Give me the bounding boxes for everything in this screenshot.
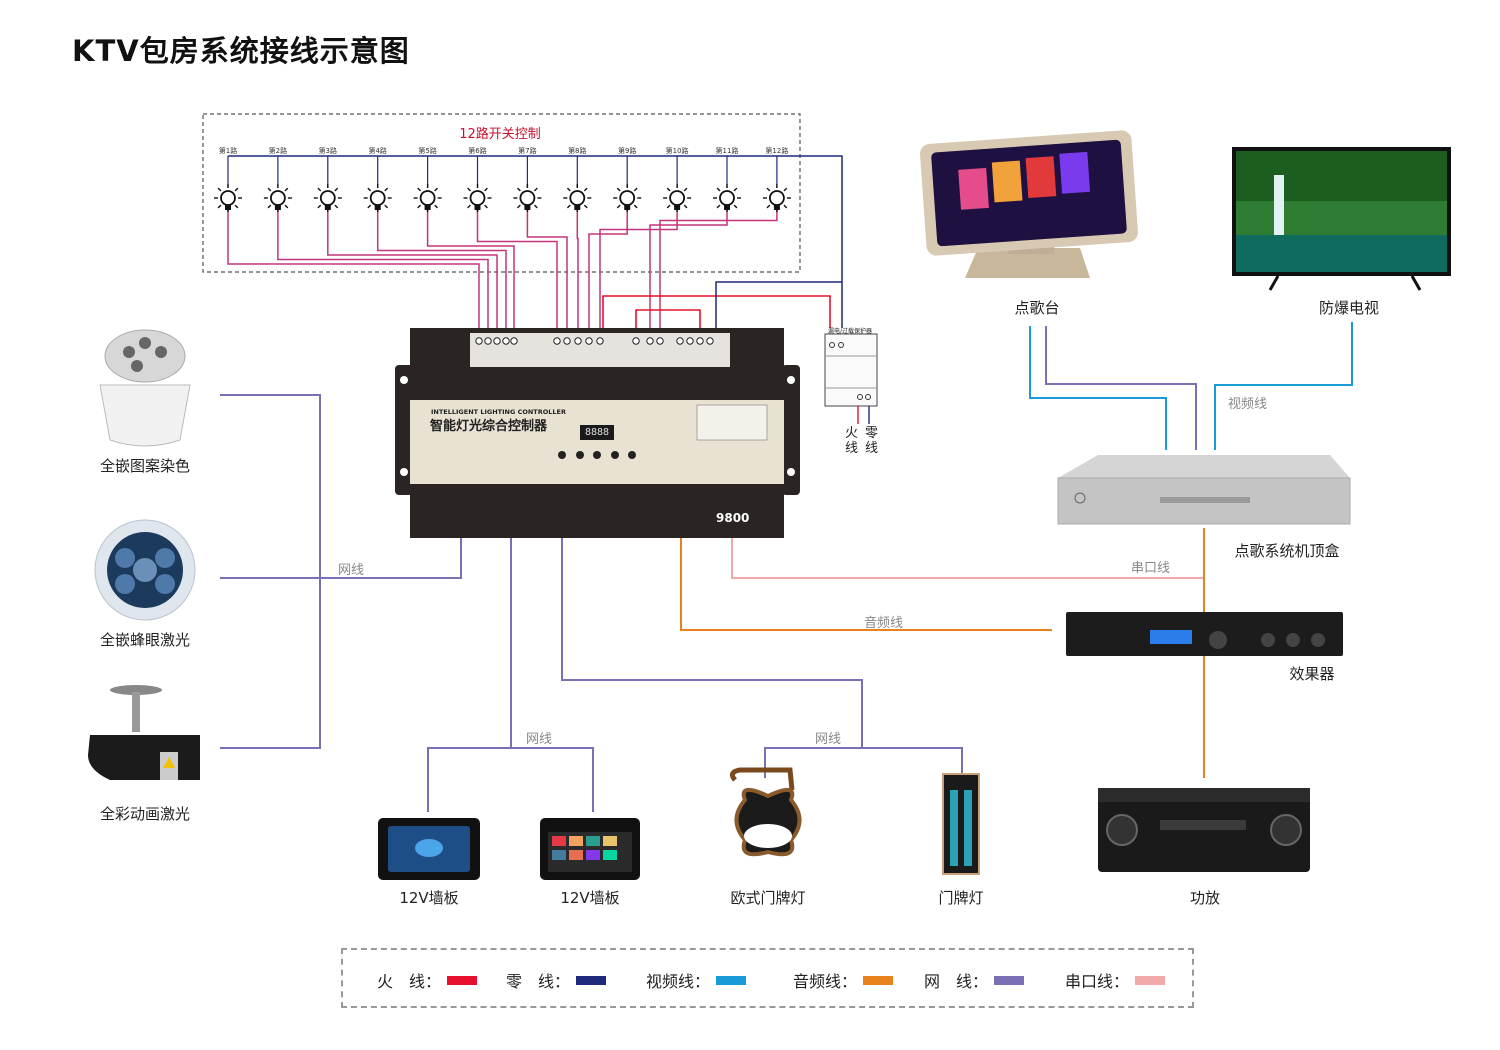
effects-label: 效果器	[1289, 665, 1335, 683]
legend-item-network: 网 线：	[924, 968, 1025, 992]
euro-door-sign-device	[729, 767, 802, 857]
lamp-row	[214, 156, 791, 212]
bulb-icon	[513, 184, 542, 212]
bulb-icon	[363, 184, 392, 212]
network-wire-label-mid2: 网线	[815, 732, 842, 747]
route-label: 第9路	[617, 147, 637, 155]
bee-eye-laser-device	[94, 519, 196, 621]
route-label: 第7路	[518, 147, 537, 155]
bulb-icon	[214, 184, 242, 212]
network-wire-label-mid1: 网线	[526, 732, 553, 747]
effects-device	[1066, 612, 1343, 656]
pattern-light-device	[99, 329, 191, 447]
breaker-device	[824, 333, 878, 424]
video-wire-label: 视频线	[1228, 397, 1268, 412]
legend-swatch	[1135, 975, 1166, 985]
legend-item-live: 火 线：	[377, 968, 478, 992]
pattern-light-label: 全嵌图案染色	[99, 457, 191, 475]
stb-device	[1057, 455, 1351, 525]
euro-door-sign-label: 欧式门牌灯	[730, 889, 806, 907]
amp-label: 功放	[1189, 889, 1221, 907]
switch-panel-frame	[202, 113, 801, 273]
route-label: 第5路	[418, 147, 437, 155]
song-station-device	[920, 130, 1138, 278]
bulb-icon	[413, 184, 442, 212]
serial-wire-label: 串口线	[1131, 561, 1171, 576]
switch-panel-title: 12路开关控制	[459, 127, 541, 142]
route-label: 第4路	[368, 147, 387, 155]
route-label: 第3路	[318, 147, 338, 155]
tv-device	[1232, 147, 1451, 291]
bulb-icon	[313, 184, 342, 212]
legend-label: 视频线：	[646, 972, 711, 991]
neutral-wire	[715, 281, 842, 330]
bulb-icon	[613, 184, 642, 212]
route-label: 第2路	[268, 147, 288, 155]
controller-display: 8888	[580, 425, 614, 440]
breaker-label: 漏电/过载保护器	[827, 328, 873, 335]
route-label: 第12路	[765, 147, 789, 155]
legend-label: 串口线：	[1065, 972, 1130, 991]
legend-label: 音频线：	[793, 972, 858, 991]
lamp-wires	[227, 210, 778, 336]
controller-device	[395, 328, 800, 538]
route-label: 第1路	[218, 147, 238, 155]
audio-wires	[680, 528, 1205, 778]
live-wire-2	[635, 309, 701, 330]
legend-swatch	[716, 975, 747, 985]
route-label: 第11路	[715, 147, 739, 155]
controller-terminals	[475, 337, 714, 345]
song-station-label: 点歌台	[1014, 299, 1060, 317]
legend-label: 网 线：	[924, 972, 989, 991]
wall-panel-2-label: 12V墙板	[560, 889, 620, 907]
legend-label: 零 线：	[506, 972, 571, 991]
neutral-terminal-label: 零线	[865, 426, 879, 456]
controller-name-cn: 智能灯光综合控制器	[430, 419, 548, 434]
legend-swatch	[576, 975, 607, 985]
bulb-icon	[263, 184, 292, 212]
route-label: 第6路	[468, 147, 487, 155]
bulb-icon	[762, 184, 791, 212]
anim-laser-label: 全彩动画激光	[99, 805, 191, 823]
network-wire-label-left: 网线	[338, 563, 365, 578]
door-sign-device	[942, 773, 980, 875]
legend-item-serial: 串口线：	[1065, 968, 1166, 992]
bulb-icon	[563, 184, 592, 212]
neutral-bus	[228, 155, 843, 328]
legend-swatch	[447, 975, 478, 985]
legend: 火 线： 零 线： 视频线： 音频线： 网 线： 串口线：	[341, 948, 1194, 1008]
wall-panel-1-label: 12V墙板	[399, 889, 459, 907]
live-terminal-label: 火线	[845, 426, 859, 456]
bulb-icon	[713, 184, 741, 212]
bulb-icon	[463, 184, 492, 212]
legend-label: 火 线：	[377, 972, 442, 991]
legend-swatch	[994, 975, 1025, 985]
door-sign-label: 门牌灯	[938, 889, 984, 907]
legend-swatch	[863, 975, 894, 985]
route-label: 第8路	[568, 147, 587, 155]
wall-panel-1-device	[378, 818, 480, 880]
audio-wire-label: 音频线	[864, 616, 904, 631]
legend-item-neutral: 零 线：	[506, 968, 607, 992]
amp-device	[1098, 788, 1310, 872]
video-wires	[1029, 322, 1353, 450]
wall-panel-2-device	[540, 818, 640, 880]
legend-item-audio: 音频线：	[793, 968, 894, 992]
controller-name-en: INTELLIGENT LIGHTING CONTROLLER	[431, 408, 567, 416]
network-wires	[220, 394, 963, 812]
controller-model: 9800	[716, 511, 750, 525]
legend-item-video: 视频线：	[646, 968, 747, 992]
bee-eye-laser-label: 全嵌蜂眼激光	[99, 631, 191, 649]
stb-label: 点歌系统机顶盒	[1234, 542, 1340, 560]
anim-laser-device	[88, 685, 200, 780]
page-title: KTV包房系统接线示意图	[72, 34, 410, 68]
route-label: 第10路	[665, 147, 689, 155]
tv-label: 防爆电视	[1318, 299, 1380, 317]
controller-buttons	[558, 451, 636, 459]
bulb-icon	[663, 184, 692, 212]
